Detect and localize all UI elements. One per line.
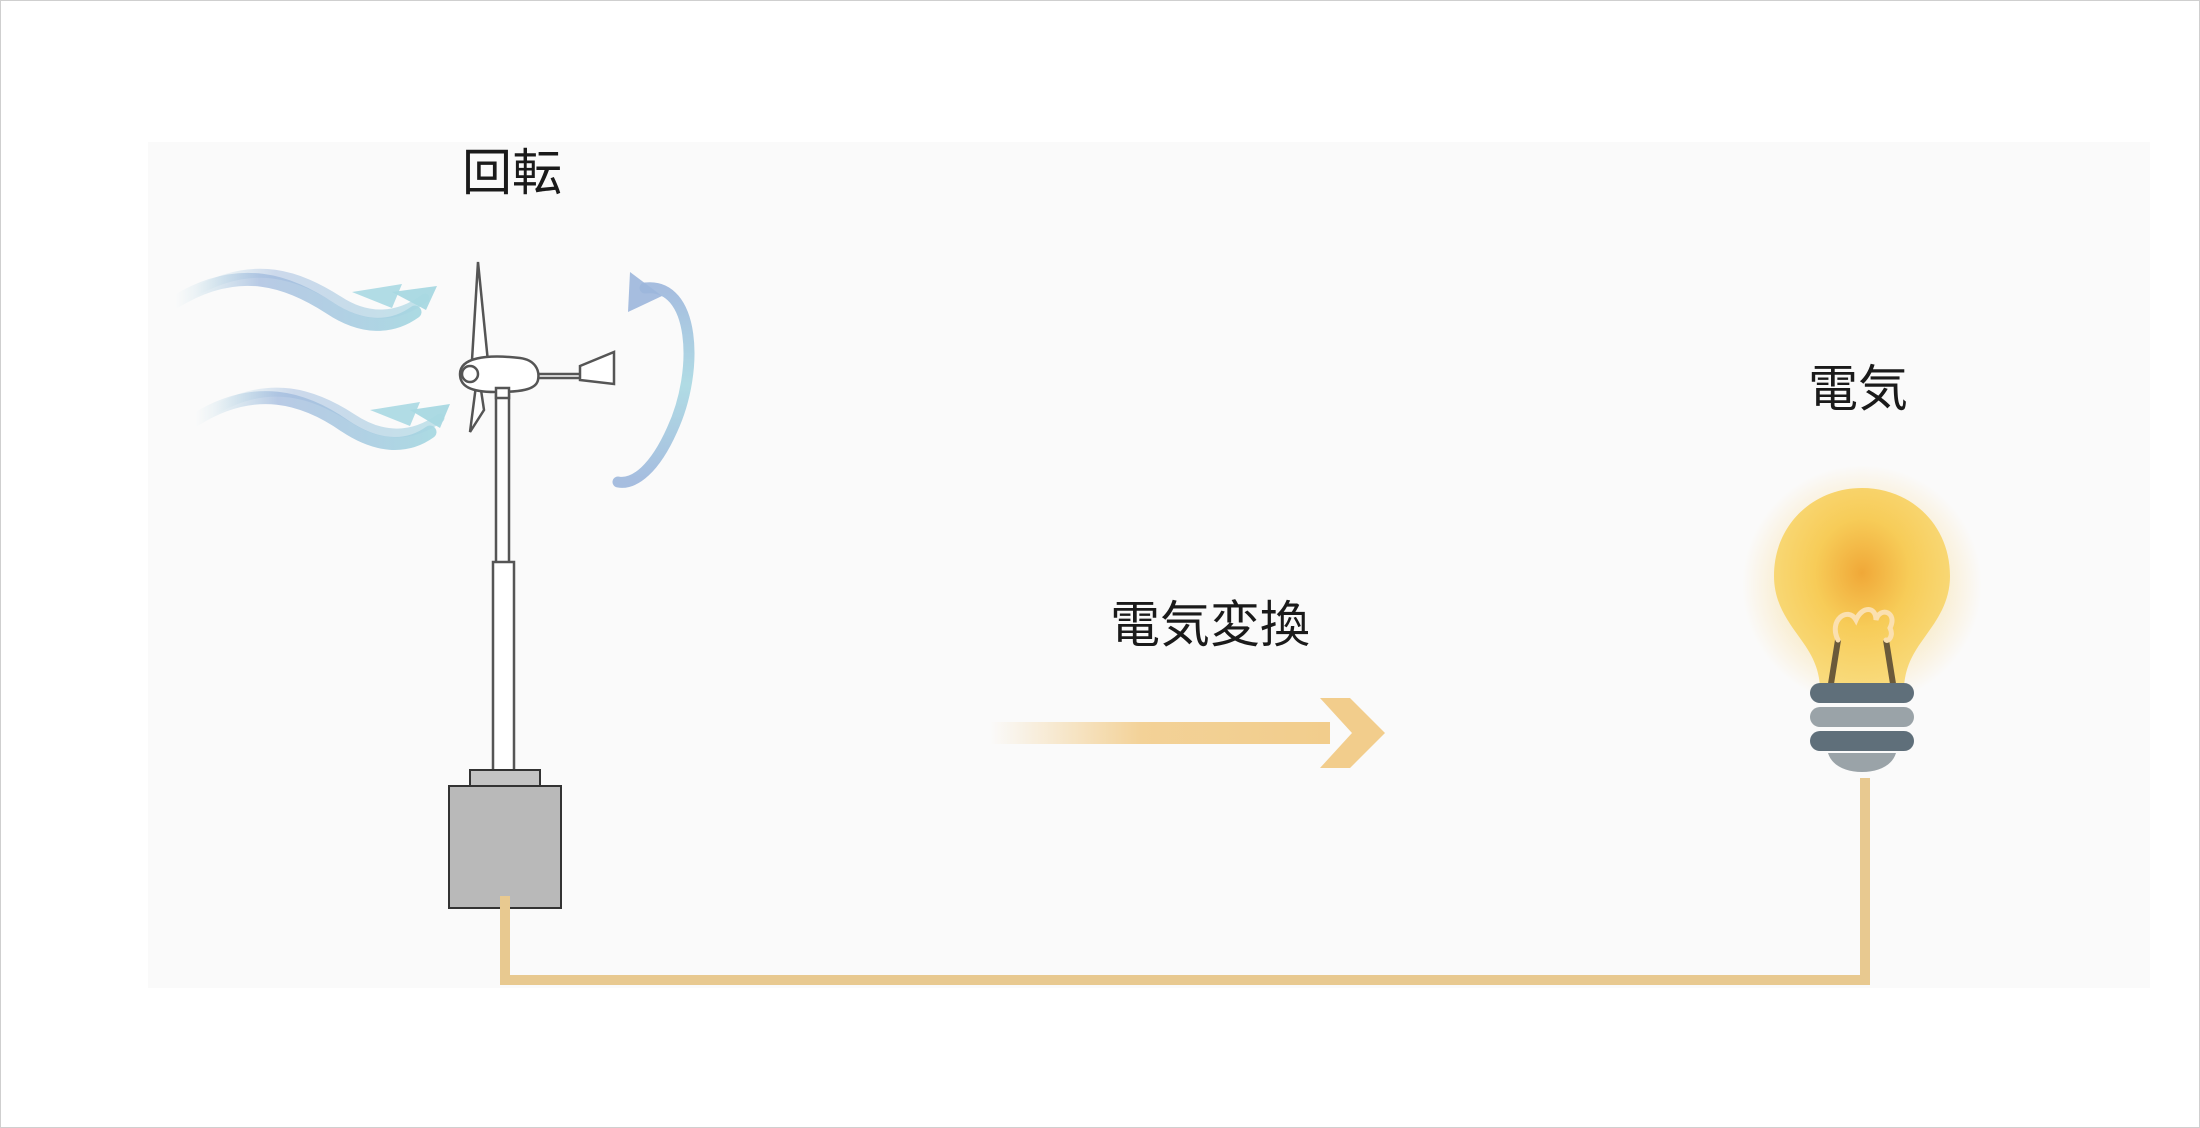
electricity-label: 電気 [1808,360,1908,418]
light-bulb-icon [1742,465,1982,772]
wind-turbine-icon [458,261,616,774]
rotation-label: 回転 [462,144,562,202]
conversion-arrow-icon [990,698,1385,768]
generator-box [448,769,562,909]
rotation-arrow-icon [612,272,695,488]
conversion-label: 電気変換 [1110,596,1310,654]
wind-arrows-icon [168,268,450,450]
power-wire [500,778,1870,985]
